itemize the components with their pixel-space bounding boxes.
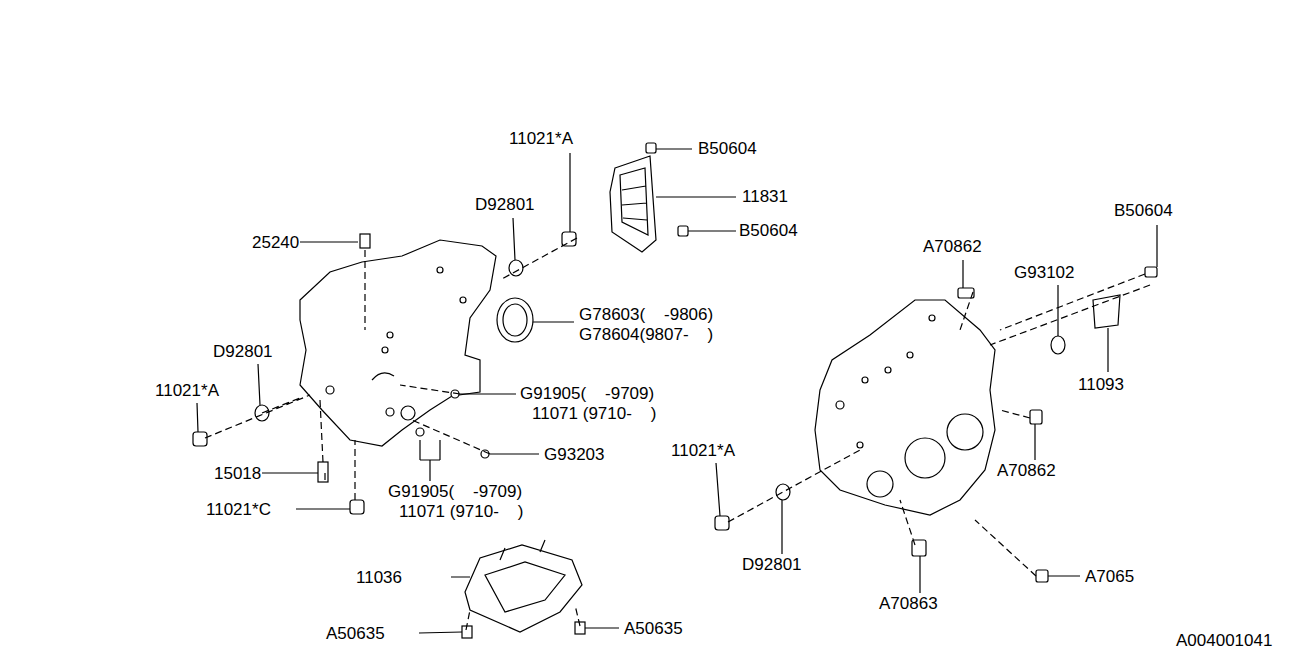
callout-number: 15018 bbox=[213, 464, 262, 484]
callout-number: A50635 bbox=[325, 624, 386, 644]
callout-number: G93102 bbox=[1013, 263, 1076, 283]
callout-number: G78604(9807- ) bbox=[578, 325, 714, 345]
callout-number: 25240 bbox=[251, 233, 300, 253]
callout-number: A70863 bbox=[878, 594, 939, 614]
callout-number: G78603( -9806) bbox=[578, 305, 714, 325]
callout-number: 11071 (9710- ) bbox=[531, 404, 657, 424]
callout-number: 11021*A bbox=[508, 129, 574, 149]
front-cover bbox=[300, 240, 496, 446]
callout-number: G91905( -9709) bbox=[519, 384, 655, 404]
belt-cover bbox=[610, 156, 656, 252]
callout-number: B50604 bbox=[1113, 201, 1174, 221]
callout-number: 11021*A bbox=[670, 441, 736, 461]
callout-number: D92801 bbox=[741, 555, 803, 575]
rear-cover bbox=[815, 300, 995, 515]
callout-number: A004001041 bbox=[1175, 631, 1273, 651]
callout-number: 11021*C bbox=[205, 500, 272, 520]
callout-number: 11021*A bbox=[154, 381, 220, 401]
callout-number: D92801 bbox=[474, 195, 536, 215]
callout-number: 11036 bbox=[355, 568, 403, 588]
callout-number: B50604 bbox=[738, 221, 799, 241]
callout-number: 11071 (9710- ) bbox=[398, 502, 524, 522]
callout-number: 11093 bbox=[1077, 375, 1125, 395]
callout-number: 11831 bbox=[741, 187, 789, 207]
dashed-lines bbox=[205, 238, 1150, 630]
callout-number: A70862 bbox=[996, 461, 1057, 481]
callout-number: A50635 bbox=[623, 619, 684, 639]
callout-number: B50604 bbox=[697, 139, 758, 159]
plate bbox=[465, 545, 582, 632]
callout-number: A7065 bbox=[1084, 567, 1135, 587]
oil-seal bbox=[497, 298, 533, 342]
leader-lines bbox=[197, 149, 1157, 633]
callout-number: A70862 bbox=[922, 237, 983, 257]
callout-number: G91905( -9709) bbox=[387, 482, 523, 502]
callout-number: G93203 bbox=[543, 445, 606, 465]
callout-number: D92801 bbox=[212, 342, 274, 362]
